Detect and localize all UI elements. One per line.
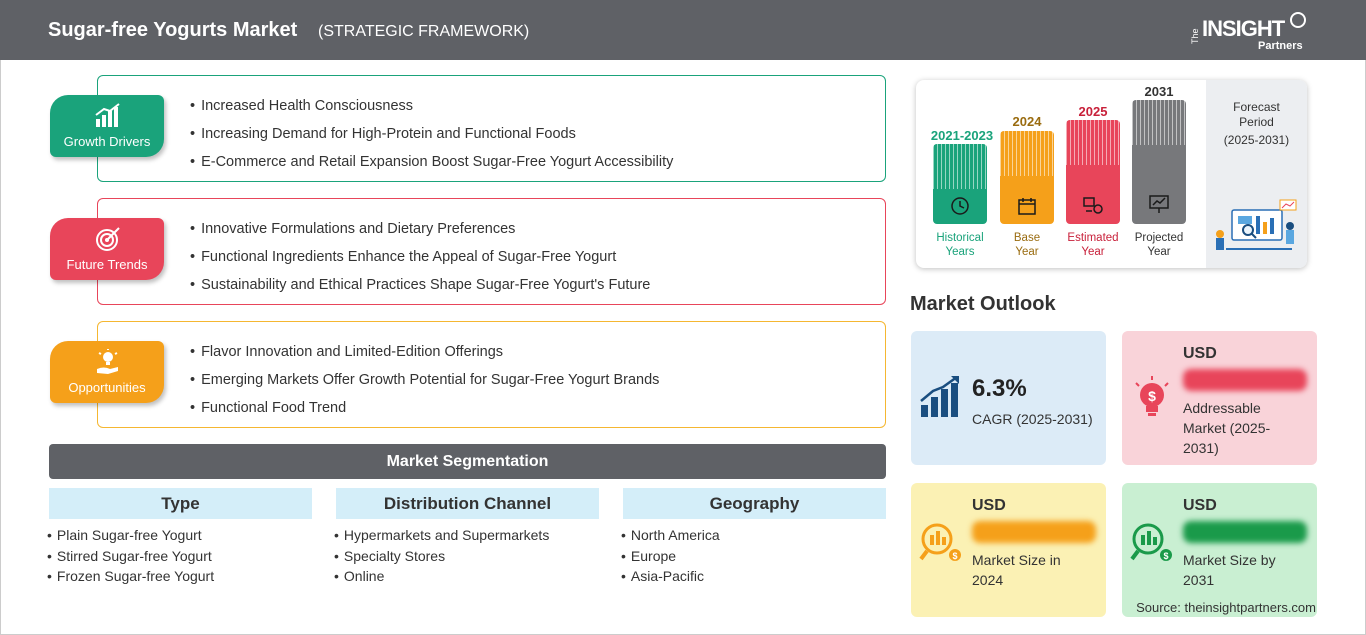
page-title: Sugar-free Yogurts Market	[48, 19, 298, 41]
segment-list-geography: North America Europe Asia-Pacific	[621, 525, 720, 587]
addressable-value: lorem ipsum	[1183, 369, 1307, 391]
size-2024-value: lorem ipsum	[972, 521, 1096, 543]
growth-drivers-tag: Growth Drivers	[50, 95, 164, 157]
size-2031-label: Market Size by 2031	[1183, 552, 1276, 588]
list-item: Increasing Demand for High-Protein and F…	[190, 120, 673, 148]
opportunities-list: Flavor Innovation and Limited-Edition Of…	[190, 338, 659, 422]
timeline-bar-historical	[933, 144, 987, 224]
cagr-value: 6.3%	[972, 375, 1027, 402]
insight-partners-logo[interactable]: The INSIGHT Partners	[1190, 10, 1310, 54]
forecast-period: (2025-2031)	[1223, 133, 1290, 147]
growth-drivers-label: Growth Drivers	[63, 134, 151, 149]
list-item: North America	[621, 525, 720, 546]
list-item: E-Commerce and Retail Expansion Boost Su…	[190, 148, 673, 176]
opportunities-box: Flavor Innovation and Limited-Edition Of…	[97, 321, 886, 428]
estimate-icon	[1083, 197, 1103, 214]
market-size-2024-card: $ USD lorem ipsum Market Size in 2024	[911, 483, 1106, 617]
list-item: Hypermarkets and Supermarkets	[334, 525, 549, 546]
market-outlook-title: Market Outlook	[910, 293, 1056, 315]
svg-text:$: $	[952, 551, 957, 561]
size-2024-label: Market Size in 2024	[972, 552, 1061, 588]
timeline-year-estimated: 2025	[1078, 104, 1108, 119]
segment-list-distribution-channel: Hypermarkets and Supermarkets Specialty …	[334, 525, 549, 587]
opportunities-label: Opportunities	[68, 380, 146, 395]
timeline-label-historical: Historical Years	[936, 232, 984, 258]
addressable-label: Addressable Market (2025- 2031)	[1183, 400, 1271, 456]
size-2031-value: lorem ipsum	[1183, 521, 1307, 543]
coin-magnifier-icon: $	[919, 523, 961, 561]
list-item: Functional Ingredients Enhance the Appea…	[190, 243, 650, 271]
timeline-bar-projected	[1132, 100, 1186, 224]
timeline-bar-base	[1000, 131, 1054, 224]
list-item: Online	[334, 566, 549, 587]
projection-icon	[1149, 195, 1169, 213]
addressable-market-card: $ USD lorem ipsum Addressable Market (20…	[1122, 331, 1317, 465]
coin-magnifier-icon: $	[1130, 523, 1172, 561]
list-item: Specialty Stores	[334, 546, 549, 567]
lightbulb-hand-icon	[97, 349, 118, 374]
svg-text:$: $	[1163, 551, 1168, 561]
list-item: Sustainability and Ethical Practices Sha…	[190, 271, 650, 299]
addressable-currency: USD	[1183, 345, 1217, 362]
list-item: Emerging Markets Offer Growth Potential …	[190, 366, 659, 394]
future-trends-box: Innovative Formulations and Dietary Pref…	[97, 198, 886, 305]
svg-text:$: $	[1148, 388, 1156, 404]
calendar-icon	[1018, 198, 1036, 215]
future-trends-tag: Future Trends	[50, 218, 164, 280]
growth-drivers-list: Increased Health Consciousness Increasin…	[190, 92, 673, 176]
list-item: Plain Sugar-free Yogurt	[47, 525, 214, 546]
timeline-label-projected: Projected Year	[1134, 232, 1184, 258]
timeline-panel: 2021-2023 Historical Years 2024 Base Yea…	[916, 80, 1307, 268]
list-item: Stirred Sugar-free Yogurt	[47, 546, 214, 567]
page-subtitle: (STRATEGIC FRAMEWORK)	[318, 23, 530, 40]
forecast-title: Forecast Period	[1233, 100, 1280, 129]
timeline-year-base: 2024	[1012, 114, 1042, 129]
segment-heading-type: Type	[49, 488, 312, 519]
history-icon	[951, 197, 969, 215]
cagr-label: CAGR (2025-2031)	[972, 411, 1093, 427]
segment-heading-geography: Geography	[623, 488, 886, 519]
source-attribution: Source: theinsightpartners.com	[1136, 600, 1316, 615]
market-size-2031-card: $ USD lorem ipsum Market Size by 2031	[1122, 483, 1317, 617]
header-bar: Sugar-free Yogurts Market (STRATEGIC FRA…	[0, 0, 1366, 60]
segment-heading-distribution-channel: Distribution Channel	[336, 488, 599, 519]
timeline-label-base: Base Year	[1013, 232, 1041, 258]
timeline-year-historical: 2021-2023	[930, 128, 994, 143]
growth-drivers-box: Increased Health Consciousness Increasin…	[97, 75, 886, 182]
timeline-bar-estimated	[1066, 120, 1120, 224]
forecast-period-panel: Forecast Period (2025-2031)	[1206, 80, 1307, 268]
growth-chart-icon	[95, 103, 120, 127]
list-item: Innovative Formulations and Dietary Pref…	[190, 215, 650, 243]
list-item: Frozen Sugar-free Yogurt	[47, 566, 214, 587]
cagr-card: 6.3% CAGR (2025-2031)	[911, 331, 1106, 465]
logo-bulb-icon	[1290, 12, 1306, 28]
list-item: Functional Food Trend	[190, 394, 659, 422]
size-2031-currency: USD	[1183, 497, 1217, 514]
analytics-illustration-icon	[1216, 199, 1297, 250]
segment-list-type: Plain Sugar-free Yogurt Stirred Sugar-fr…	[47, 525, 214, 587]
list-item: Asia-Pacific	[621, 566, 720, 587]
timeline-year-projected: 2031	[1144, 84, 1174, 99]
target-icon	[96, 227, 120, 251]
list-item: Europe	[621, 546, 720, 567]
dollar-bulb-icon: $	[1135, 376, 1169, 416]
growth-bars-icon	[920, 375, 959, 417]
opportunities-tag: Opportunities	[50, 341, 164, 403]
future-trends-label: Future Trends	[66, 257, 148, 272]
timeline-label-estimated: Estimated Year	[1067, 232, 1119, 258]
size-2024-currency: USD	[972, 497, 1006, 514]
list-item: Flavor Innovation and Limited-Edition Of…	[190, 338, 659, 366]
future-trends-list: Innovative Formulations and Dietary Pref…	[190, 215, 650, 299]
market-segmentation-header: Market Segmentation	[49, 444, 886, 479]
list-item: Increased Health Consciousness	[190, 92, 673, 120]
